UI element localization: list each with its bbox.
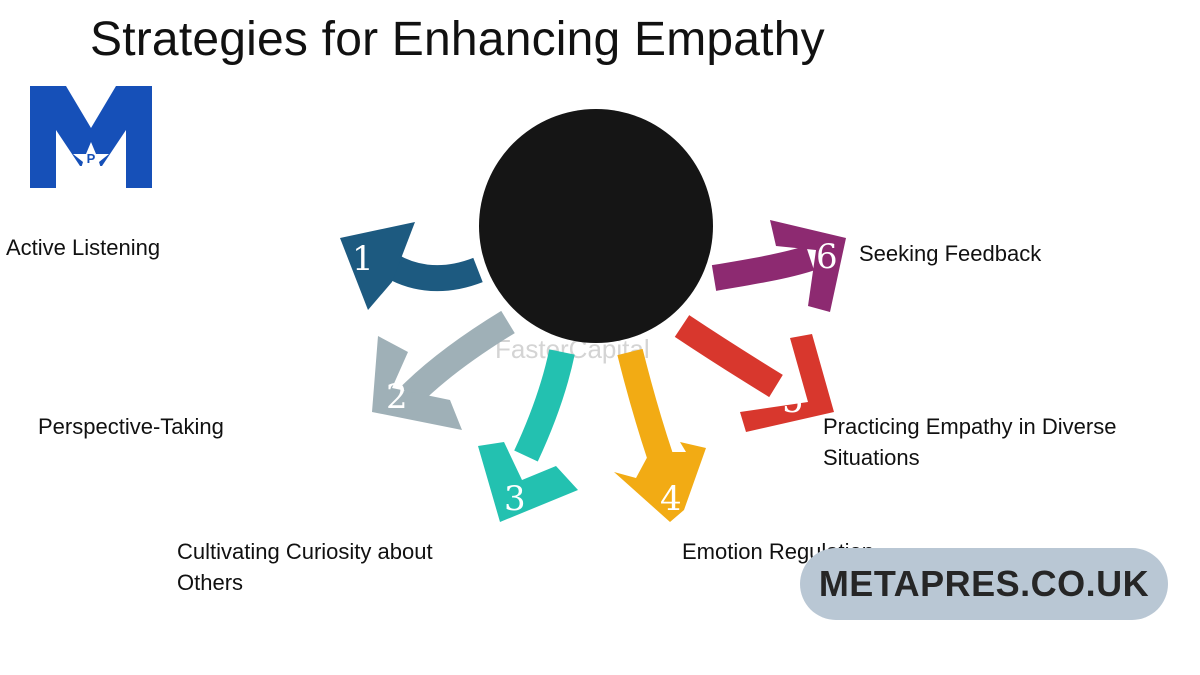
arrow-number-1: 1: [352, 239, 374, 279]
arrow-5: 5: [674, 315, 834, 432]
label-seeking-feedback: Seeking Feedback: [859, 241, 1042, 266]
metapres-logo: P: [30, 86, 152, 188]
arrow-number-4: 4: [660, 479, 682, 519]
site-badge-text: METAPRES.CO.UK: [818, 563, 1150, 604]
arrow-2: 2: [372, 310, 515, 430]
logo-m-shape: [30, 86, 152, 188]
page-title: Strategies for Enhancing Empathy: [90, 13, 825, 66]
svg-text:P: P: [87, 151, 96, 166]
arrow-number-3: 3: [504, 479, 526, 519]
arrow-number-2: 2: [386, 377, 408, 417]
label-cultivating-curiosity: Cultivating Curiosity about Others: [177, 539, 433, 595]
label-active-listening: Active Listening: [6, 235, 161, 260]
arrow-number-6: 6: [816, 237, 838, 277]
arrow-number-5: 5: [782, 381, 804, 421]
label-perspective-taking: Perspective-Taking: [38, 414, 224, 439]
empathy-diagram: FasterCapital 1 2 3 4 5 6: [340, 109, 846, 522]
logo-star-shape: [73, 142, 109, 175]
arrow-4: 4: [614, 348, 706, 522]
label-practicing-empathy: Practicing Empathy in Diverse Situations: [823, 414, 1117, 470]
arrow-3: 3: [478, 349, 578, 522]
arrow-6: 6: [711, 220, 846, 312]
arrow-1: 1: [340, 222, 483, 310]
center-black-circle: [479, 109, 713, 343]
site-badge[interactable]: METAPRES.CO.UK: [800, 548, 1168, 620]
